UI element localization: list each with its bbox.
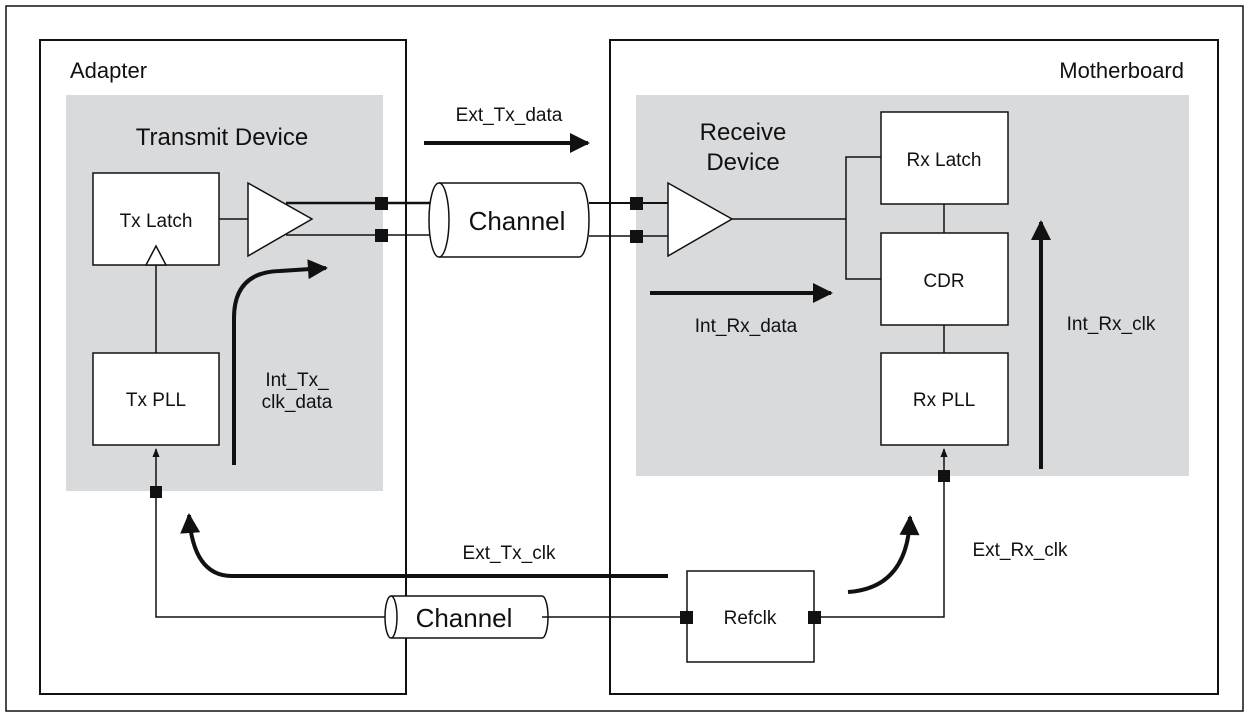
fanout-wire — [845, 156, 881, 280]
refclk-label: Refclk — [724, 608, 777, 629]
refclk-to-rx-pll-wire — [821, 448, 948, 618]
int-tx-clk-data-label-line1: Int_Tx_ — [265, 370, 329, 391]
transmit-device-label: Transmit Device — [136, 124, 308, 151]
ext-rx-clk-label: Ext_Rx_clk — [972, 540, 1068, 561]
adapter-label: Adapter — [70, 58, 147, 83]
ext-tx-clk-arrow — [180, 513, 668, 578]
int-rx-data-label: Int_Rx_data — [695, 316, 798, 337]
rx-pin-p — [630, 197, 643, 210]
tx-pll-label: Tx PLL — [126, 390, 186, 411]
tx-driver-buffer — [247, 181, 314, 258]
top-channel-label: Channel — [469, 206, 566, 236]
refclk-pin-left — [680, 611, 693, 624]
bottom-channel-cable — [384, 595, 549, 639]
top-channel-cable — [428, 182, 590, 258]
ext-rx-clk-arrow — [847, 515, 920, 594]
tx-pin-p — [375, 197, 388, 210]
rx-latch-label: Rx Latch — [907, 150, 982, 171]
int-tx-clk-data-label-line2: clk_data — [262, 392, 333, 413]
rx-receiver-buffer — [667, 181, 734, 258]
tx-latch-label: Tx Latch — [120, 211, 193, 232]
rx-pll-box — [880, 352, 1009, 446]
refclk-pin-right — [808, 611, 821, 624]
ext-tx-clk-label: Ext_Tx_clk — [463, 543, 556, 564]
tx-pll-box — [92, 352, 220, 446]
outer-frame — [5, 5, 1244, 712]
ext-tx-data-label: Ext_Tx_data — [456, 105, 563, 126]
refclk-box — [686, 570, 815, 663]
cdr-label: CDR — [923, 271, 964, 292]
int-tx-clk-data-arrow — [232, 259, 328, 465]
rx-latch-box — [880, 111, 1009, 205]
rx-pin-n — [630, 230, 643, 243]
cdr-box — [880, 232, 1009, 326]
bottom-channel-label: Channel — [416, 603, 513, 633]
rx-pll-clk-pin — [938, 470, 950, 482]
receive-device-label-line1: Receive — [700, 119, 787, 146]
tx-pll-clk-pin — [150, 486, 162, 498]
int-rx-clk-label: Int_Rx_clk — [1067, 314, 1156, 335]
tx-pin-n — [375, 229, 388, 242]
rx-pll-label: Rx PLL — [913, 390, 975, 411]
receive-device-label-line2: Device — [706, 149, 779, 176]
motherboard-label: Motherboard — [1059, 58, 1184, 83]
